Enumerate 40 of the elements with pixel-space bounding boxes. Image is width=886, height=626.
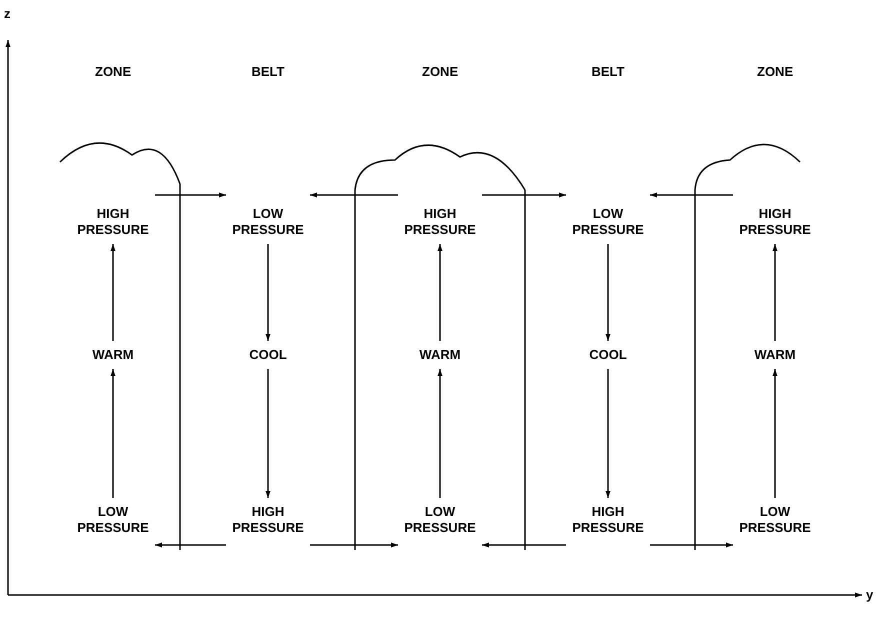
arrow — [266, 369, 270, 498]
axis-label: z — [4, 6, 10, 21]
temperature-label: WARM — [71, 347, 155, 363]
axis-label: y — [866, 587, 874, 602]
belt-heading: BELT — [592, 64, 624, 79]
arrow — [772, 369, 778, 498]
pressure-label: HIGH PRESSURE — [733, 188, 817, 238]
arrow — [266, 244, 270, 341]
pressure-label: LOW PRESSURE — [398, 504, 482, 546]
arrow — [482, 542, 566, 548]
belt-heading: BELT — [252, 64, 284, 79]
arrow — [155, 192, 226, 198]
arrow — [110, 369, 116, 498]
pressure-label: LOW PRESSURE — [566, 188, 650, 238]
arrow — [310, 192, 398, 198]
pressure-label: HIGH PRESSURE — [398, 188, 482, 238]
arrow — [310, 542, 398, 548]
temperature-label: WARM — [398, 347, 482, 363]
arrow — [438, 369, 442, 498]
zone-heading: ZONE — [757, 64, 794, 79]
arrow — [650, 192, 733, 198]
temperature-label: COOL — [566, 347, 650, 363]
temperature-label: COOL — [226, 347, 310, 363]
pressure-label: LOW PRESSURE — [71, 504, 155, 546]
arrow — [482, 192, 566, 198]
arrow — [606, 244, 610, 341]
arrow — [110, 244, 116, 341]
arrow — [606, 369, 610, 498]
pressure-label: HIGH PRESSURE — [71, 188, 155, 238]
pressure-label: LOW PRESSURE — [733, 504, 817, 546]
arrow — [438, 244, 442, 341]
arrow — [155, 542, 226, 548]
pressure-label: LOW PRESSURE — [226, 188, 310, 238]
zone-heading: ZONE — [422, 64, 458, 79]
temperature-label: WARM — [733, 347, 817, 363]
arrow — [650, 542, 733, 548]
arrow — [772, 244, 778, 341]
pressure-label: HIGH PRESSURE — [566, 504, 650, 546]
pressure-label: HIGH PRESSURE — [226, 504, 310, 546]
zone-heading: ZONE — [95, 64, 132, 79]
